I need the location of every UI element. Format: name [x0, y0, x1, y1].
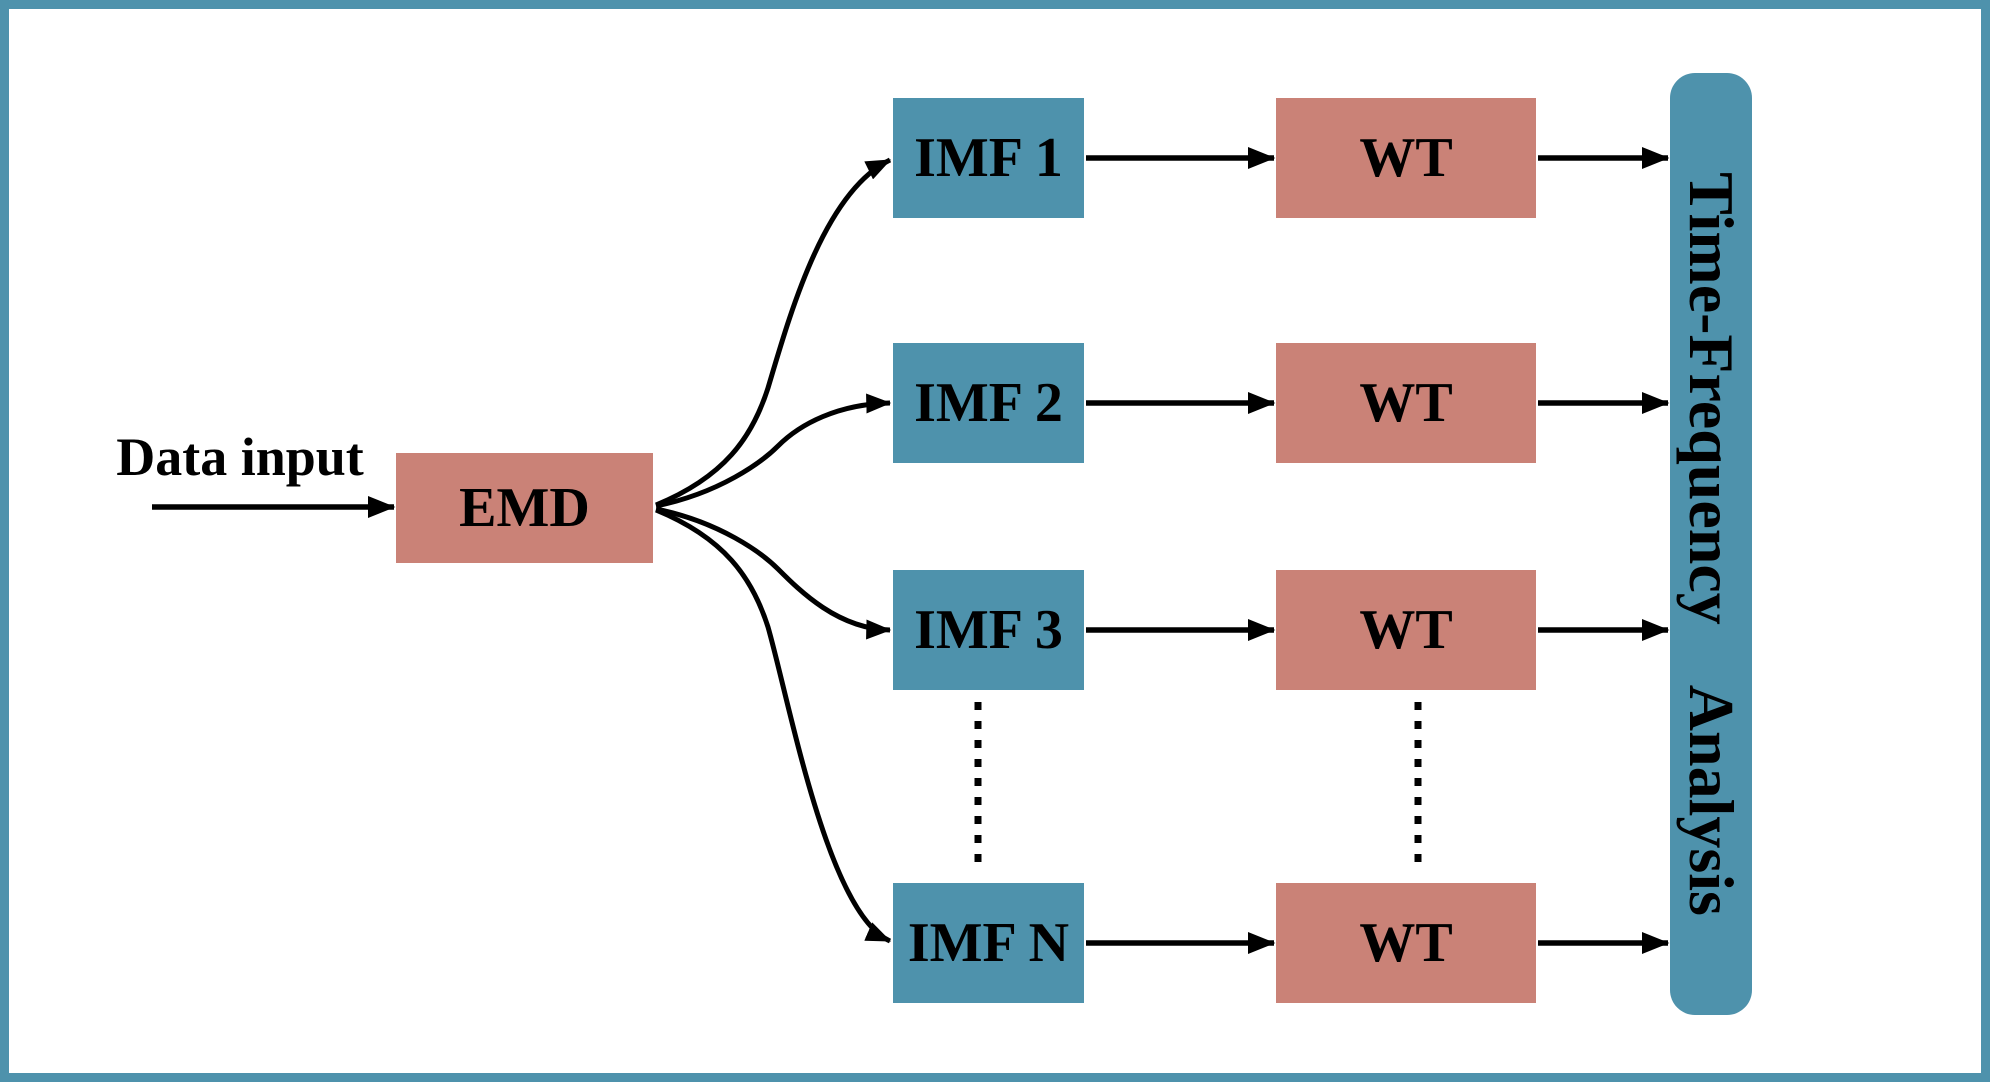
wt-n-box: WT [1276, 883, 1536, 1003]
wt-1-box: WT [1276, 98, 1536, 218]
imf-n-box: IMF N [893, 883, 1084, 1003]
arrow-emd-to-imf-3 [655, 506, 892, 640]
arrow-emd-to-imf-n [655, 507, 892, 944]
time-frequency-label-part: Time-Frequency [1676, 172, 1747, 625]
wt-3-box: WT [1276, 570, 1536, 690]
arrow-emd-to-imf-2 [655, 393, 892, 509]
time-frequency-analysis-bar: Time-FrequencyAnalysis [1670, 73, 1752, 1015]
imf-2-box: IMF 2 [893, 343, 1084, 463]
time-frequency-analysis-label: Time-FrequencyAnalysis [1676, 172, 1747, 916]
imf-3-box: IMF 3 [893, 570, 1084, 690]
emd-box: EMD [396, 453, 653, 563]
analysis-label-part: Analysis [1676, 684, 1747, 916]
data-input-label: Data input [116, 427, 364, 487]
arrow-emd-to-imf-1 [655, 157, 892, 508]
wt-2-box: WT [1276, 343, 1536, 463]
imf-1-box: IMF 1 [893, 98, 1084, 218]
